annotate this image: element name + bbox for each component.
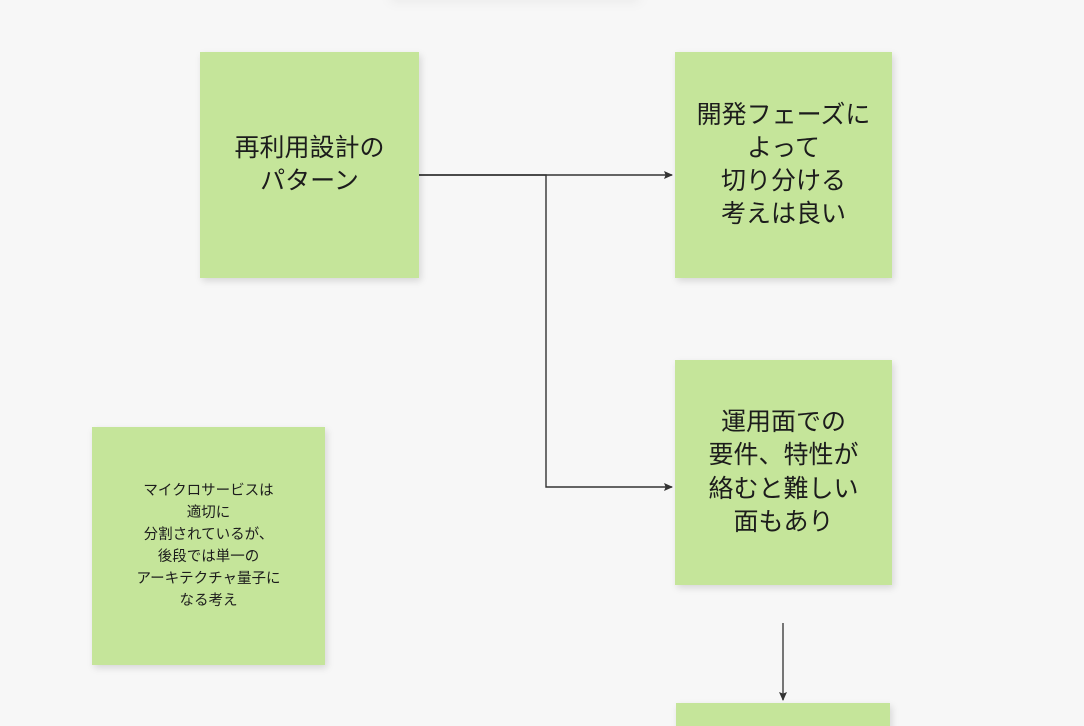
sticky-note-text: 開発フェーズに よって 切り分ける 考えは良い — [696, 100, 871, 229]
sticky-note-reuse-pattern[interactable]: 再利用設計の パターン — [200, 52, 419, 278]
sticky-note-bottom-partial[interactable] — [676, 703, 890, 726]
sticky-note-text: マイクロサービスは 適切に 分割されているが、 後段では単一の アーキテクチャ量… — [136, 482, 281, 610]
sticky-note-text: 再利用設計の パターン — [234, 133, 385, 195]
connector-reuse-to-ops-aspects[interactable] — [419, 174, 673, 491]
sticky-note-microservices[interactable]: マイクロサービスは 適切に 分割されているが、 後段では単一の アーキテクチャ量… — [92, 427, 325, 665]
offscreen-note-shadow — [390, 0, 640, 2]
sticky-note-text: 運用面での 要件、特性が 絡むと難しい 面もあり — [708, 408, 859, 536]
sticky-note-ops-aspects[interactable]: 運用面での 要件、特性が 絡むと難しい 面もあり — [675, 360, 892, 585]
sticky-note-dev-phase[interactable]: 開発フェーズに よって 切り分ける 考えは良い — [675, 52, 892, 278]
